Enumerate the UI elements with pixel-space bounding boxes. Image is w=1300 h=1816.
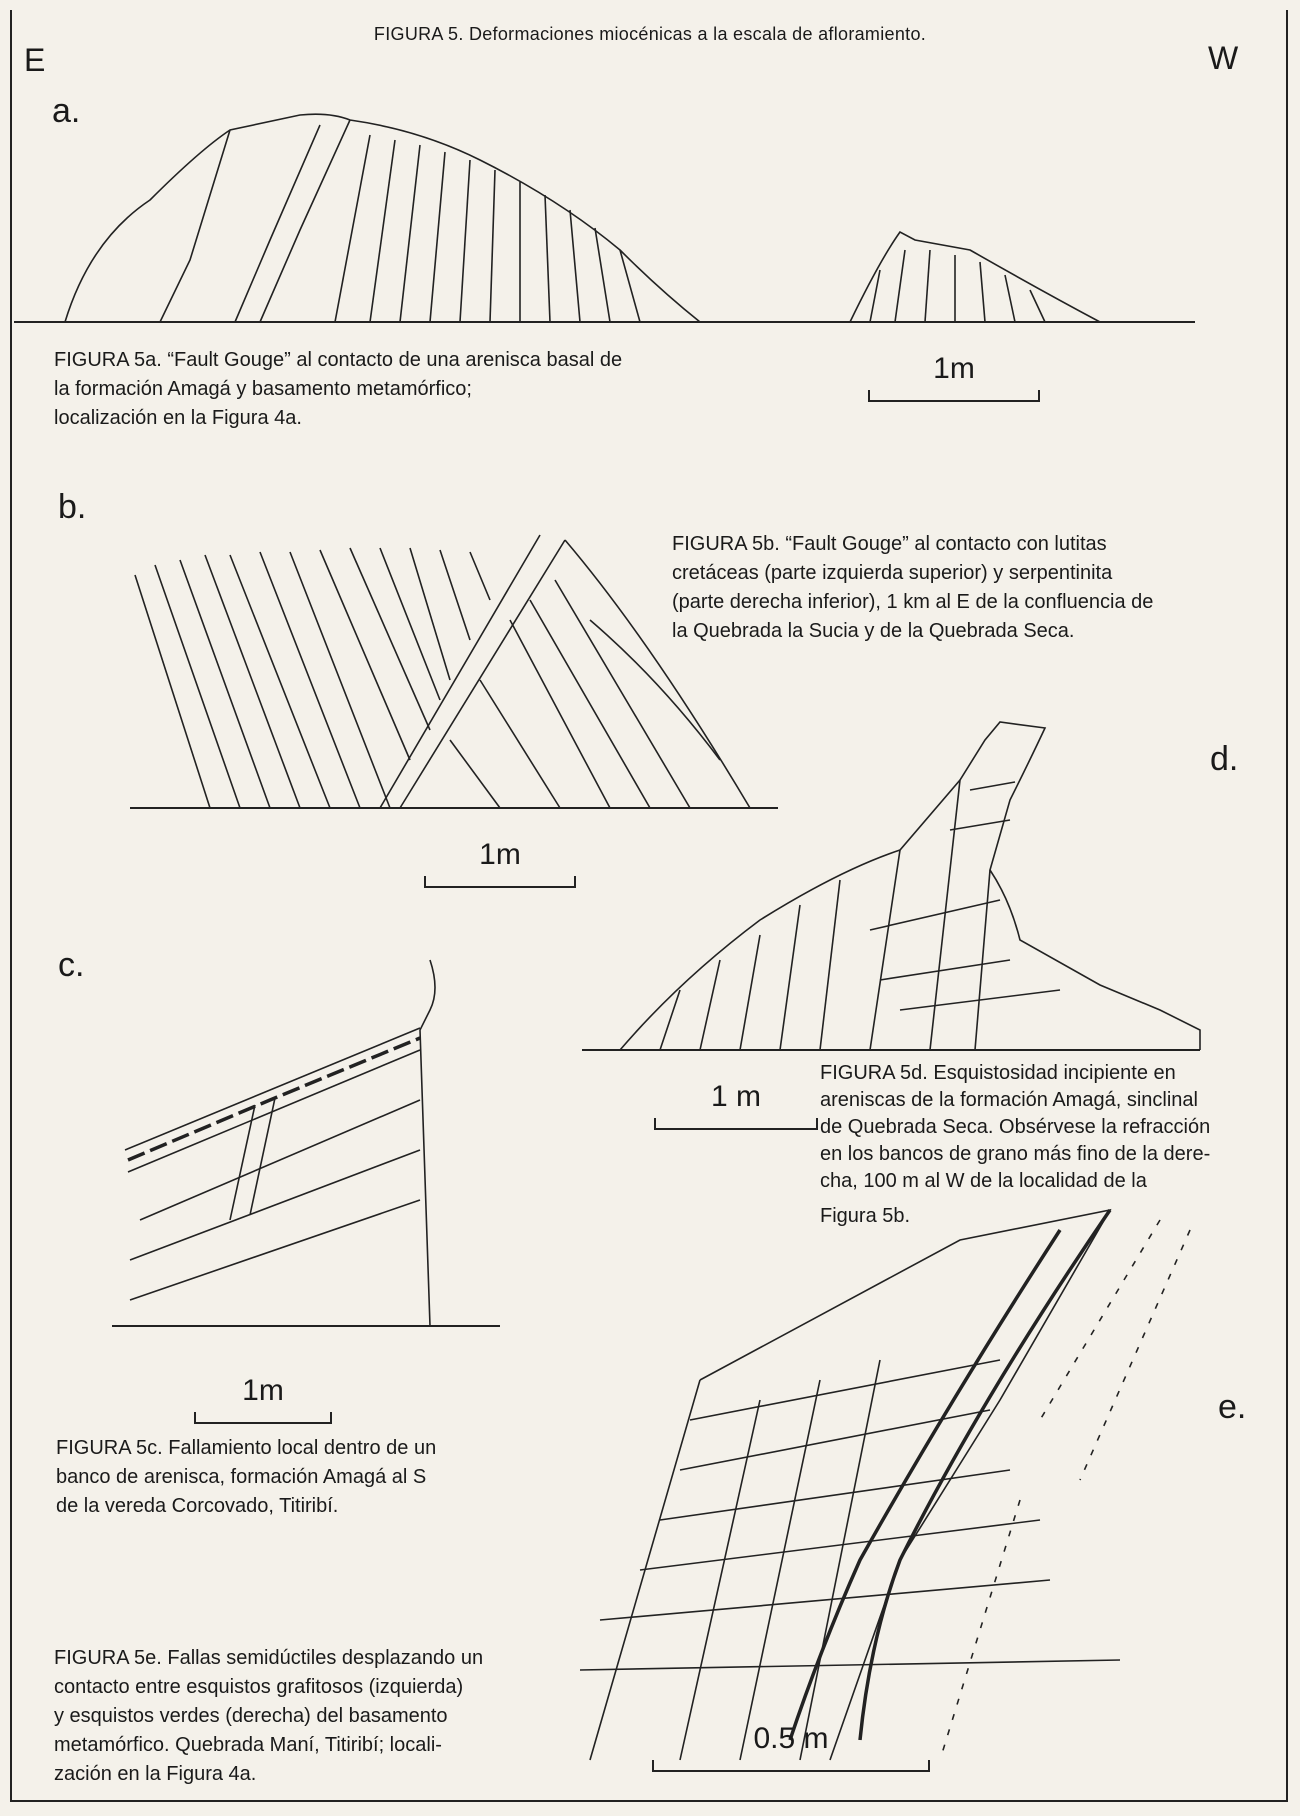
caption-5d-line: Figura 5b. — [820, 1205, 911, 1227]
scale-bar-5a: 1m — [868, 352, 1040, 402]
caption-5b: FIGURA 5b. “Fault Gouge” al contacto con… — [672, 530, 1153, 646]
scale-bar-5e: 0.5 m — [652, 1722, 930, 1772]
figure-title: FIGURA 5. Deformaciones miocénicas a la … — [373, 24, 927, 44]
caption-5c-line: de la vereda Corcovado, Titiribí. — [56, 1495, 339, 1517]
caption-5d-line: de Quebrada Seca. Obsérvese la refracció… — [820, 1116, 1211, 1138]
caption-5d: FIGURA 5d. Esquistosidad incipiente en a… — [820, 1060, 1210, 1230]
scale-label-5d: 1 m — [710, 1080, 761, 1113]
caption-5e-line: zación en la Figura 4a. — [54, 1763, 257, 1785]
caption-5e-line: contacto entre esquistos grafitosos (izq… — [54, 1676, 464, 1698]
caption-5e: FIGURA 5e. Fallas semidúctiles desplazan… — [54, 1644, 483, 1789]
caption-5d-line: areniscas de la formación Amagá, sinclin… — [820, 1089, 1198, 1111]
caption-5d-line: cha, 100 m al W de la localidad de la — [820, 1170, 1147, 1192]
caption-5e-line: FIGURA 5e. Fallas semidúctiles desplazan… — [54, 1647, 484, 1669]
panel-c-letter: c. — [58, 946, 85, 984]
caption-5c: FIGURA 5c. Fallamiento local dentro de u… — [56, 1434, 436, 1521]
direction-east: E — [24, 42, 46, 78]
panel-d-sketch — [582, 721, 1201, 1051]
caption-5a-line: localización en la Figura 4a. — [54, 407, 302, 429]
scale-bar-5c: 1m — [194, 1374, 332, 1424]
caption-5b-line: (parte derecha inferior), 1 km al E de l… — [672, 591, 1154, 613]
caption-5b-line: la Quebrada la Sucia y de la Quebrada Se… — [672, 620, 1075, 642]
panel-a-sketch — [14, 113, 1195, 323]
scale-bar-5b: 1m — [424, 838, 576, 888]
caption-5c-line: FIGURA 5c. Fallamiento local dentro de u… — [56, 1437, 437, 1459]
page-border — [10, 10, 1288, 1802]
panel-a-letter: a. — [52, 92, 81, 130]
scale-label-5a: 1m — [933, 352, 975, 385]
scale-label-5c: 1m — [242, 1374, 284, 1407]
scale-line-5c — [194, 1412, 332, 1424]
caption-5e-line: metamórfico. Quebrada Maní, Titiribí; lo… — [54, 1734, 442, 1756]
direction-west: W — [1208, 40, 1239, 76]
caption-5b-line: FIGURA 5b. “Fault Gouge” al contacto con… — [672, 533, 1107, 555]
caption-5c-line: banco de arenisca, formación Amagá al S — [56, 1466, 427, 1488]
caption-5d-line: FIGURA 5d. Esquistosidad incipiente en — [820, 1062, 1176, 1084]
scale-line-5a — [868, 390, 1040, 402]
panel-c-sketch — [112, 959, 500, 1327]
scale-line-5e — [652, 1760, 930, 1772]
panel-b-letter: b. — [58, 488, 87, 526]
panel-b-sketch — [130, 534, 778, 809]
caption-5b-line: cretáceas (parte izquierda superior) y s… — [672, 562, 1113, 584]
scale-line-5d — [654, 1118, 818, 1130]
scale-line-5b — [424, 876, 576, 888]
scale-bar-5d: 1 m — [654, 1080, 818, 1130]
caption-5d-line: en los bancos de grano más fino de la de… — [820, 1143, 1211, 1165]
caption-5a-line: FIGURA 5a. “Fault Gouge” al contacto de … — [54, 349, 623, 371]
panel-e-letter: e. — [1218, 1388, 1247, 1426]
caption-5a-line: la formación Amagá y basamento metamórfi… — [54, 378, 472, 400]
scale-label-5b: 1m — [479, 838, 521, 871]
panel-d-letter: d. — [1210, 740, 1239, 778]
scale-label-5e: 0.5 m — [753, 1722, 829, 1755]
caption-5e-line: y esquistos verdes (derecha) del basamen… — [54, 1705, 448, 1727]
caption-5a: FIGURA 5a. “Fault Gouge” al contacto de … — [54, 346, 622, 433]
